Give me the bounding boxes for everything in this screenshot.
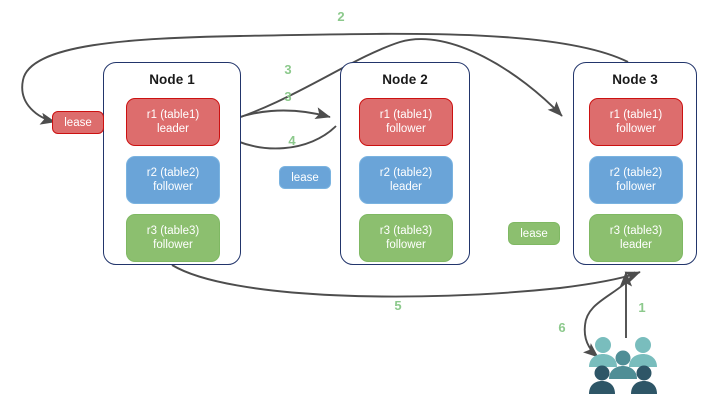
replica-r2[interactable]: r2 (table2) follower	[126, 156, 220, 204]
node-title: Node 3	[612, 72, 658, 87]
replica-line2: leader	[620, 239, 652, 251]
node-box-node-3[interactable]: Node 3 r1 (table1) follower r2 (table2) …	[573, 62, 697, 265]
replica-line1: r1 (table1)	[146, 109, 200, 121]
replica-line2: follower	[616, 123, 656, 135]
edge-5-node1-to-node3	[171, 264, 641, 298]
users-icon	[589, 337, 657, 394]
node-box-node-2[interactable]: Node 2 r1 (table1) follower r2 (table2) …	[340, 62, 470, 265]
replica-line2: follower	[153, 239, 193, 251]
users-back-row	[589, 337, 657, 367]
replica-r1[interactable]: r1 (table1) follower	[359, 98, 453, 146]
replica-line2: leader	[157, 123, 189, 135]
replica-r1[interactable]: r1 (table1) follower	[589, 98, 683, 146]
replica-r1[interactable]: r1 (table1) leader	[126, 98, 220, 146]
replica-r3[interactable]: r3 (table3) follower	[126, 214, 220, 262]
lease-box-r3[interactable]: lease	[508, 222, 560, 245]
step-label-5: 5	[394, 298, 402, 313]
replica-r3[interactable]: r3 (table3) follower	[359, 214, 453, 262]
step-label-3b: 3	[284, 89, 292, 104]
replica-line2: follower	[386, 123, 426, 135]
step-label-6: 6	[558, 320, 566, 335]
lease-label: lease	[291, 171, 319, 184]
replica-line1: r2 (table2)	[379, 167, 433, 179]
lease-box-r2[interactable]: lease	[279, 166, 331, 189]
replica-line1: r2 (table2)	[609, 167, 663, 179]
replica-line2: leader	[390, 181, 422, 193]
replica-line1: r3 (table3)	[379, 225, 433, 237]
lease-box-r1[interactable]: lease	[52, 111, 104, 134]
node-box-node-1[interactable]: Node 1 r1 (table1) leader r2 (table2) fo…	[103, 62, 241, 265]
users-middle-figure	[609, 350, 637, 379]
node-title: Node 2	[382, 72, 428, 87]
step-label-1: 1	[638, 300, 646, 315]
replica-line1: r3 (table3)	[609, 225, 663, 237]
replica-line1: r1 (table1)	[379, 109, 433, 121]
replica-line2: follower	[386, 239, 426, 251]
replica-r2[interactable]: r2 (table2) follower	[589, 156, 683, 204]
replica-r2[interactable]: r2 (table2) leader	[359, 156, 453, 204]
replica-line1: r3 (table3)	[146, 225, 200, 237]
edge-4-node2-to-node1	[224, 125, 337, 150]
node-title: Node 1	[149, 72, 195, 87]
lease-label: lease	[64, 116, 92, 129]
replica-line1: r1 (table1)	[609, 109, 663, 121]
replica-r3[interactable]: r3 (table3) leader	[589, 214, 683, 262]
replica-line2: follower	[153, 181, 193, 193]
step-label-4: 4	[288, 133, 296, 148]
replica-line2: follower	[616, 181, 656, 193]
replica-line1: r2 (table2)	[146, 167, 200, 179]
step-label-2: 2	[337, 9, 345, 24]
step-label-3a: 3	[284, 62, 292, 77]
users-front-row	[589, 365, 657, 394]
lease-label: lease	[520, 227, 548, 240]
